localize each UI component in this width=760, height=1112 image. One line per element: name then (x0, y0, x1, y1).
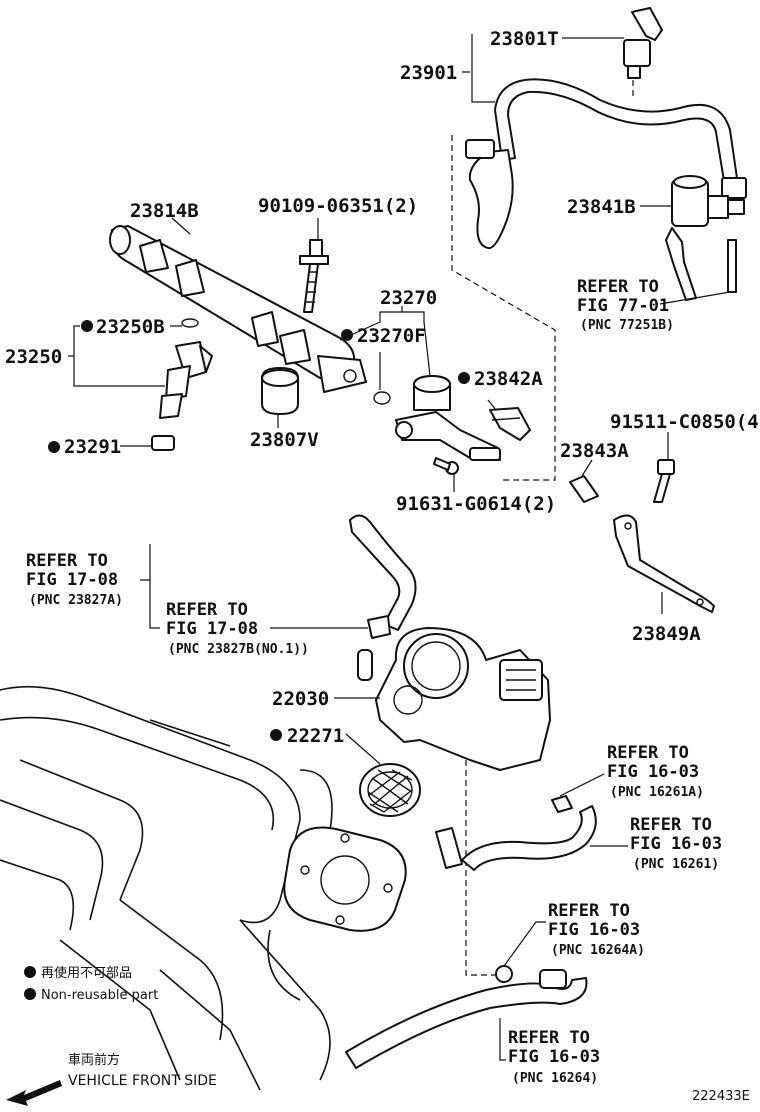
ref-pnc: (PNC 23827A) (29, 593, 123, 608)
assembly-boundary (451, 135, 556, 481)
pressure-regulator-23270 (395, 375, 501, 461)
legend: 再使用不可部品 Non-reusable part 車両前方 VEHICLE F… (6, 965, 217, 1106)
ref-line2: FIG 16-03 (630, 834, 722, 854)
ref-line2: FIG 77-01 (577, 296, 669, 316)
ref-pnc: (PNC 23827B(NO.1)) (168, 642, 309, 657)
connector-23801T (623, 7, 663, 79)
label-23901: 23901 (400, 62, 457, 84)
clip-23843A (569, 475, 599, 503)
vacuum-hose-23901 (465, 78, 747, 250)
bolt-90109 (299, 239, 329, 313)
reference-16-03-d: REFER TO FIG 16-03 (PNC 16264) (508, 1028, 600, 1086)
label-23841B: 23841B (567, 196, 636, 218)
ref-line2: FIG 16-03 (607, 762, 699, 782)
ref-line1: REFER TO (26, 551, 108, 571)
label-23250: 23250 (5, 346, 62, 368)
reference-16-03-a: REFER TO FIG 16-03 (PNC 16261A) (607, 743, 704, 800)
leader-lines (68, 34, 731, 1061)
ref-pnc: (PNC 16264A) (551, 943, 645, 958)
reference-16-03-b: REFER TO FIG 16-03 (PNC 16261) (630, 815, 722, 872)
vsv-23841B (665, 175, 745, 301)
label-23843A: 23843A (560, 440, 629, 462)
reference-77-01: REFER TO FIG 77-01 (PNC 77251B) (577, 277, 674, 333)
o-ring-23270F (373, 391, 391, 405)
hose-17-08 (349, 514, 417, 639)
front-arrow-icon (6, 1080, 62, 1106)
legend-front-jp: 車両前方 (68, 1052, 120, 1068)
label-23807V: 23807V (250, 429, 319, 451)
ref-line2: FIG 17-08 (26, 570, 118, 590)
ref-line2: FIG 16-03 (508, 1047, 600, 1067)
label-91631-G0614: 91631-G0614(2) (396, 493, 556, 515)
ref-line1: REFER TO (607, 743, 689, 763)
clip-23842A (489, 407, 531, 441)
fuel-rail-23814B (109, 225, 367, 393)
ref-line1: REFER TO (166, 600, 248, 620)
label-23801T: 23801T (490, 28, 559, 50)
ref-line2: FIG 16-03 (548, 920, 640, 940)
bracket-23849A (613, 514, 715, 613)
reference-16-03-c: REFER TO FIG 16-03 (PNC 16264A) (548, 901, 645, 958)
reference-17-08-a: REFER TO FIG 17-08 (PNC 23827A) (26, 551, 123, 608)
bolt-91631 (433, 457, 459, 475)
label-23842A: 23842A (474, 368, 543, 390)
label-22030: 22030 (272, 688, 329, 710)
spacer-23807V (261, 367, 299, 415)
ref-pnc: (PNC 16261A) (610, 785, 704, 800)
label-23814B: 23814B (130, 200, 199, 222)
diagram-id: 222433E (692, 1089, 750, 1104)
ref-line2: FIG 17-08 (166, 619, 258, 639)
ref-line1: REFER TO (508, 1028, 590, 1048)
throttle-body-22030 (357, 627, 551, 771)
label-90109-06351: 90109-06351(2) (258, 195, 418, 217)
intake-manifold-outline (0, 685, 407, 1091)
ref-pnc: (PNC 77251B) (580, 318, 674, 333)
ref-line1: REFER TO (577, 277, 659, 297)
ref-line1: REFER TO (630, 815, 712, 835)
label-23270F: 23270F (357, 325, 426, 347)
ref-pnc: (PNC 16261) (633, 857, 719, 872)
non-reusable-bullet-icon (24, 966, 36, 978)
ref-pnc: (PNC 16264) (512, 1071, 598, 1086)
bolt-91511 (653, 459, 675, 503)
reference-17-08-b: REFER TO FIG 17-08 (PNC 23827B(NO.1)) (166, 600, 309, 657)
legend-non-reusable-jp: 再使用不可部品 (41, 965, 132, 981)
ref-line1: REFER TO (548, 901, 630, 921)
legend-non-reusable-en: Non-reusable part (41, 988, 158, 1003)
label-22271: 22271 (287, 725, 344, 747)
gasket-22271 (359, 763, 421, 817)
injector-23250 (151, 318, 213, 451)
label-23270: 23270 (380, 287, 437, 309)
non-reusable-markers (48, 320, 470, 741)
label-23250B: 23250B (96, 316, 165, 338)
label-23849A: 23849A (632, 623, 701, 645)
label-23291: 23291 (64, 436, 121, 458)
label-91511-C0850: 91511-C0850(4) (610, 411, 760, 433)
lower-hoses (345, 795, 597, 1069)
non-reusable-bullet-icon (24, 988, 36, 1000)
legend-front-en: VEHICLE FRONT SIDE (68, 1073, 217, 1089)
